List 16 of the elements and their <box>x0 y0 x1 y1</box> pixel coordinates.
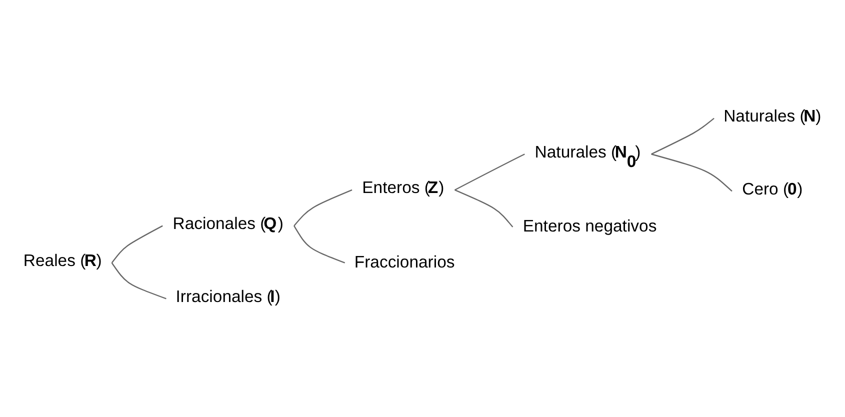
node-text: Cero (0) <box>742 179 803 198</box>
node-text: Irracionales (I) <box>176 286 281 306</box>
connector <box>651 154 732 192</box>
node-text: Reales (R) <box>23 251 102 270</box>
connector <box>111 225 163 264</box>
connector <box>294 226 346 264</box>
node-text: Enteros (Z) <box>362 178 444 198</box>
node-text: Fraccionarios <box>354 252 455 272</box>
node-text: Naturales (N) <box>724 106 822 126</box>
connector <box>111 262 166 300</box>
connector <box>454 189 514 228</box>
node-text: Racionales (Q) <box>172 214 284 234</box>
connector <box>651 118 714 155</box>
connector <box>454 154 525 190</box>
connector <box>294 189 352 226</box>
node-text: Enteros negativos <box>522 216 657 236</box>
